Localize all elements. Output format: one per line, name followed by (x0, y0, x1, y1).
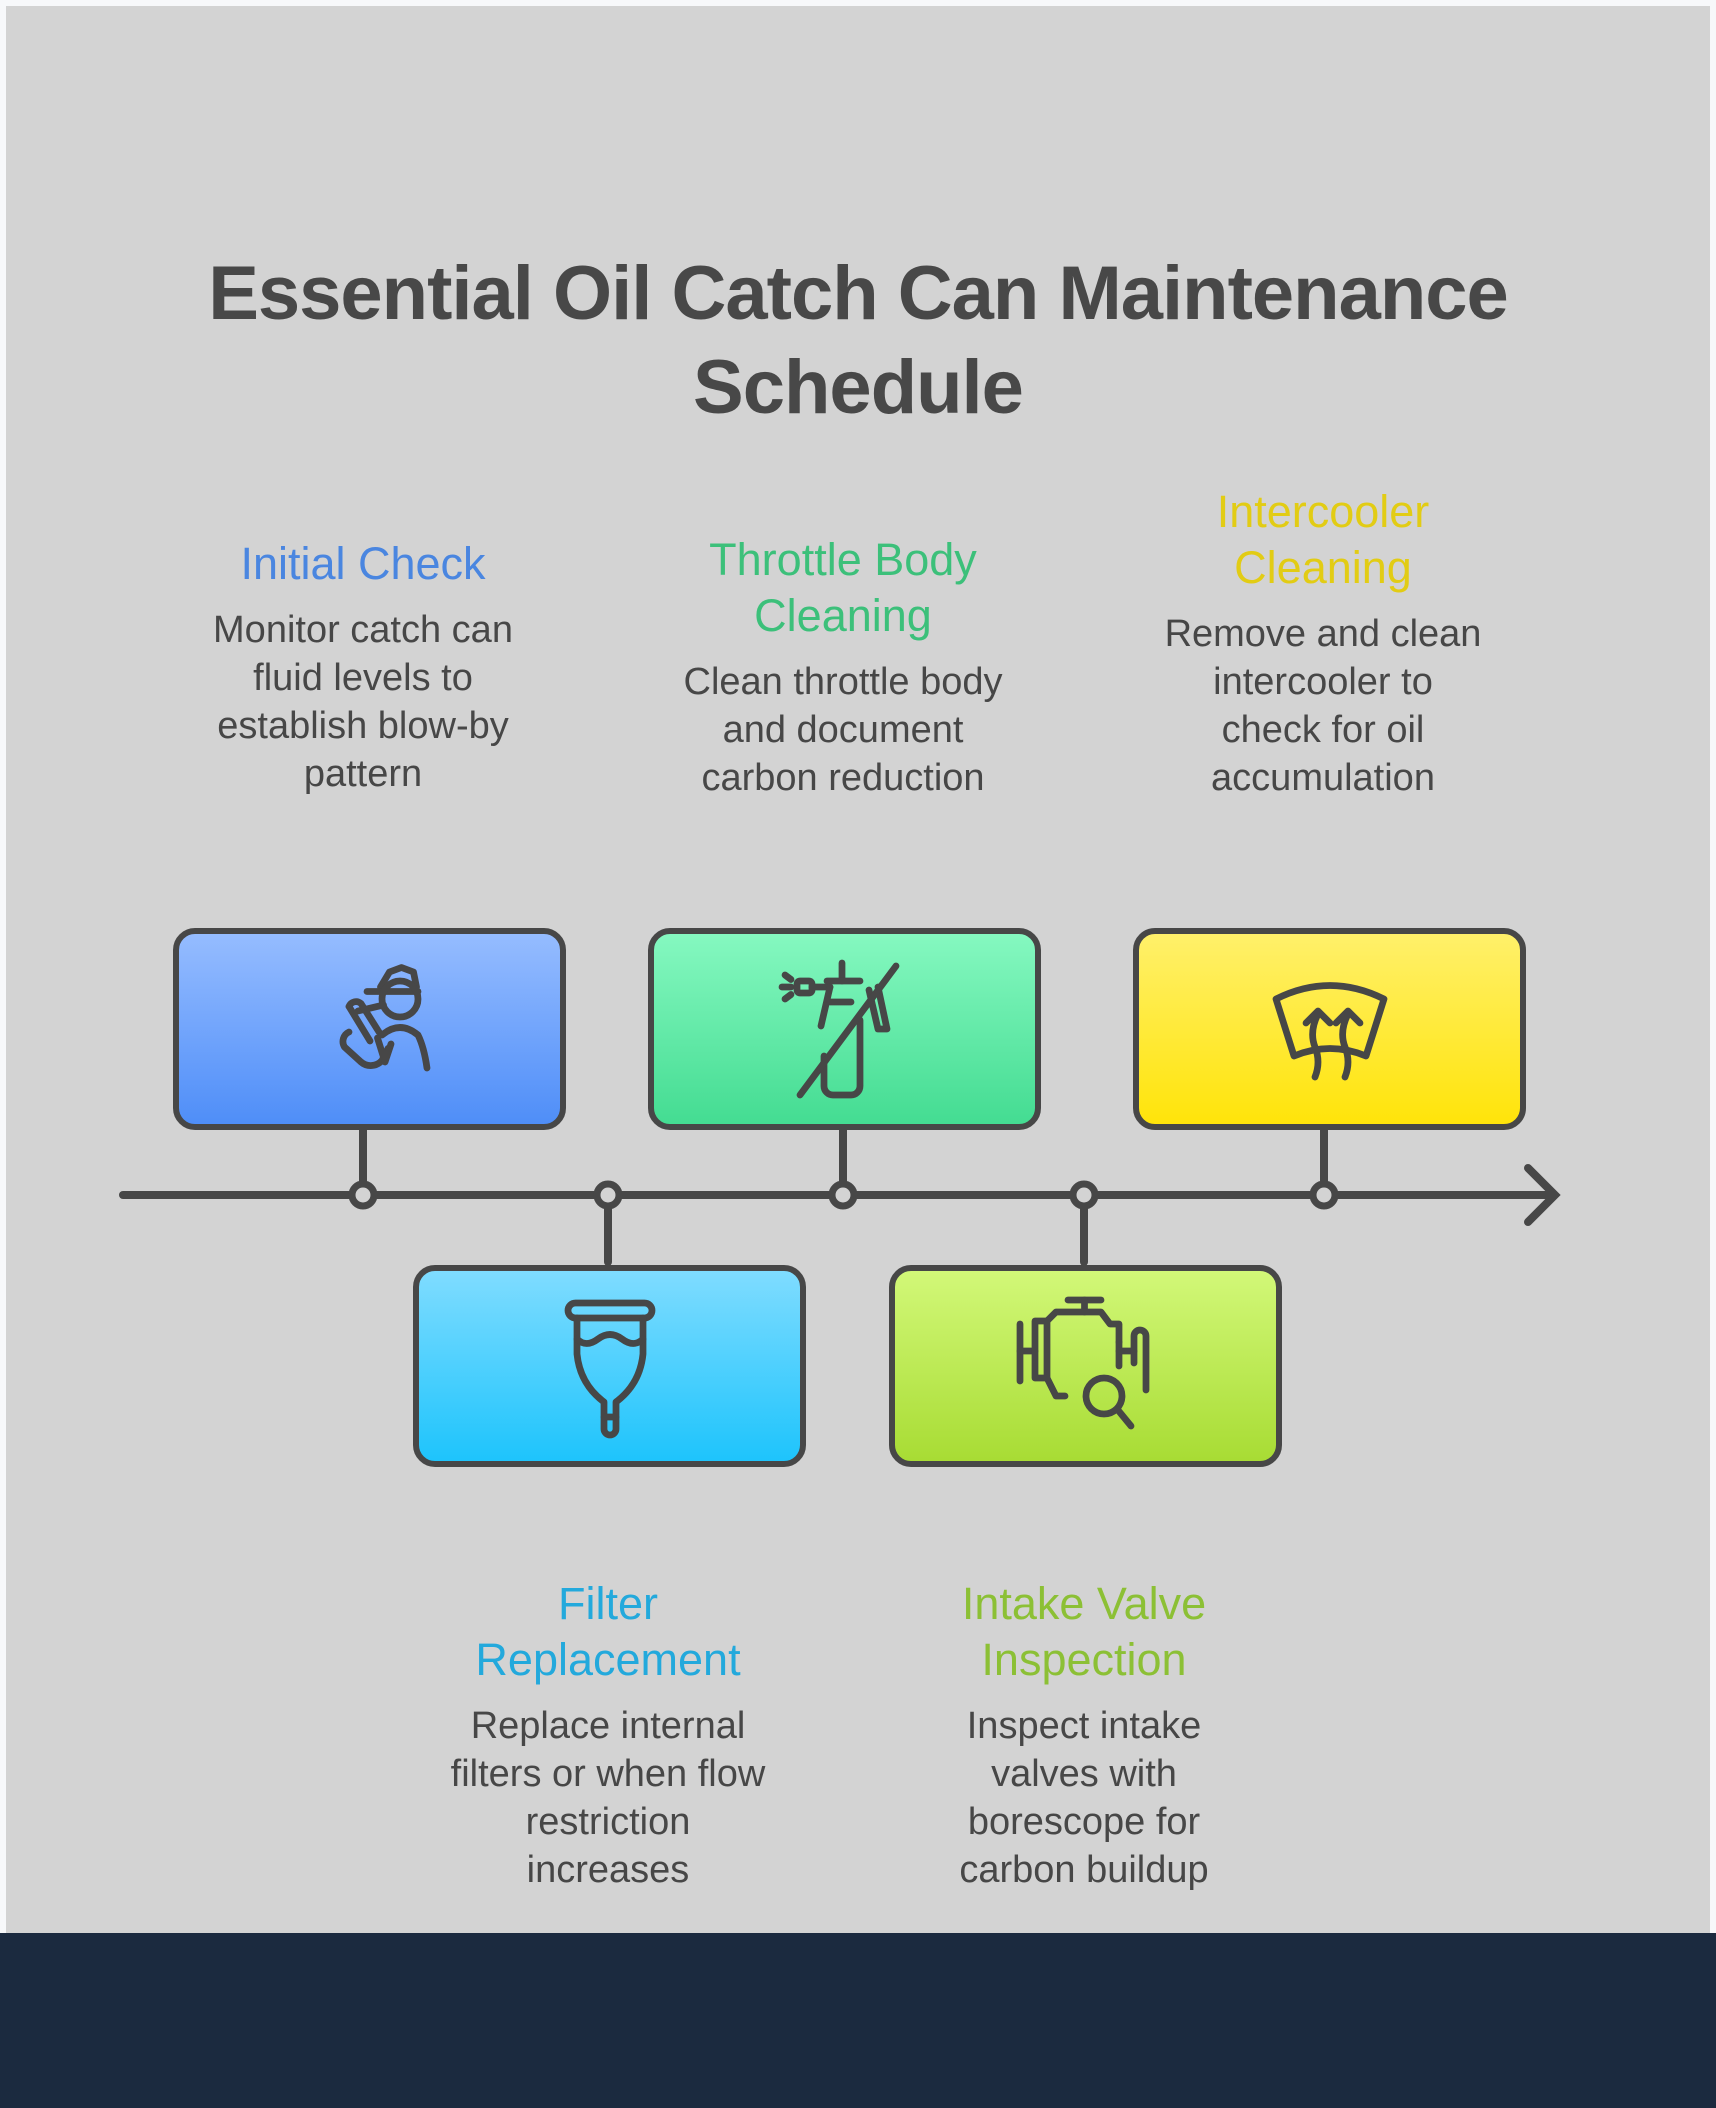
step-description: Clean throttle body and document carbon … (683, 661, 1003, 799)
timeline-node-1 (348, 1180, 378, 1210)
step-initial-check-box (173, 928, 566, 1130)
step-filter-replacement-text: Filter Replacement Replace internal filt… (398, 1576, 818, 1894)
filter-funnel-icon (564, 1299, 655, 1439)
timeline-arrow-icon (1524, 1164, 1561, 1226)
title-line-1: Essential Oil Catch Can Maintenance (208, 250, 1509, 336)
step-description: Remove and clean intercooler to check fo… (1164, 613, 1482, 799)
step-heading: Intercooler Cleaning (1216, 486, 1430, 593)
step-description: Replace internal filters or when flow re… (450, 1705, 766, 1891)
step-heading: Intake Valve Inspection (961, 1578, 1207, 1685)
step-description: Inspect intake valves with borescope for… (959, 1705, 1209, 1891)
timeline-node-2 (593, 1180, 623, 1210)
step-intake-valve-inspection-text: Intake Valve Inspection Inspect intake v… (874, 1576, 1294, 1894)
timeline-node-4 (1069, 1180, 1099, 1210)
step-throttle-body-cleaning-text: Throttle Body Cleaning Clean throttle bo… (633, 532, 1053, 802)
step-filter-replacement-box (413, 1265, 806, 1467)
timeline-node-5 (1309, 1180, 1339, 1210)
timeline-node-3 (828, 1180, 858, 1210)
step-description: Monitor catch can fluid levels to establ… (213, 609, 513, 795)
step-intercooler-cleaning-text: Intercooler Cleaning Remove and clean in… (1113, 484, 1533, 802)
step-intake-valve-inspection-box (889, 1265, 1282, 1467)
step-intercooler-cleaning-box (1133, 928, 1526, 1130)
mechanic-icon (339, 964, 430, 1072)
step-throttle-body-cleaning-box (648, 928, 1041, 1130)
windshield-defrost-icon (1272, 982, 1387, 1081)
title-line-2: Schedule (693, 344, 1024, 430)
footer-bar (0, 1933, 1716, 2108)
step-initial-check-text: Initial Check Monitor catch can fluid le… (153, 536, 573, 798)
page-title: Essential Oil Catch Can Maintenance Sche… (0, 247, 1716, 435)
engine-inspect-icon (1016, 1296, 1149, 1430)
step-heading: Initial Check (240, 538, 486, 589)
step-heading: Filter Replacement (475, 1578, 741, 1685)
no-spray-icon (778, 959, 899, 1099)
step-heading: Throttle Body Cleaning (709, 534, 977, 641)
